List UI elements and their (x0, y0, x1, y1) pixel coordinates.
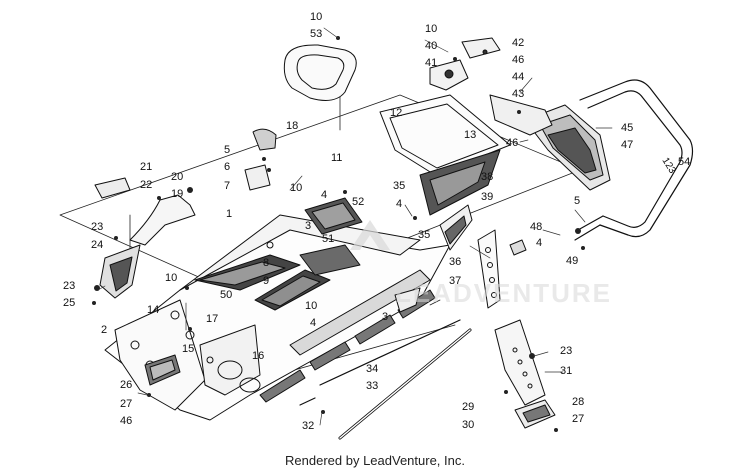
callout-label: 14 (147, 304, 160, 316)
callout-label: 54 (678, 156, 691, 168)
callout-label: 4 (310, 317, 317, 329)
callout-label: 10 (165, 272, 178, 284)
left-bracket-parts (94, 128, 277, 386)
callout-leaders (97, 27, 613, 426)
callout-label: 46 (512, 54, 525, 66)
right-bracket-parts (394, 204, 527, 313)
callout-label: 35 (418, 229, 431, 241)
callout-label: 16 (252, 350, 265, 362)
callout-label: 9 (263, 275, 270, 287)
callout-label: 36 (449, 256, 462, 268)
callout-label: 29 (462, 401, 475, 413)
callout-label: 31 (560, 365, 573, 377)
callout-label: 5 (224, 144, 231, 156)
callout-label: 32 (302, 420, 315, 432)
callout-label: 3 (305, 220, 312, 232)
callout-label: 49 (566, 255, 579, 267)
floor-panel-pad (304, 197, 363, 235)
callout-label: 23 (63, 280, 76, 292)
callout-label: 28 (572, 396, 585, 408)
callout-label: 22 (140, 179, 153, 191)
callout-label: 12 (390, 107, 403, 119)
callout-label: 4 (536, 237, 543, 249)
callout-label: 25 (63, 297, 76, 309)
callout-label: 42 (512, 37, 525, 49)
callout-label: 10 (310, 11, 323, 23)
callout-label: 27 (572, 413, 585, 425)
callout-label: 46 (506, 137, 519, 149)
callout-label: 1 (226, 208, 233, 220)
callout-label: 23 (560, 345, 573, 357)
callout-label: 13 (464, 129, 477, 141)
callout-label: 20 (171, 171, 184, 183)
callout-label: 18 (286, 120, 299, 132)
callout-label: 7 (224, 180, 231, 192)
callout-label: 43 (512, 88, 525, 100)
callout-label: 39 (481, 191, 494, 203)
callout-label: 50 (220, 289, 233, 301)
callout-label: 53 (310, 28, 323, 40)
callout-label: 26 (120, 379, 133, 391)
callout-label: 44 (512, 71, 525, 83)
callout-label: 38 (481, 171, 494, 183)
seat-cushion-pad (283, 44, 357, 101)
callout-label: 27 (120, 398, 133, 410)
callout-label: 46 (120, 415, 133, 427)
callout-label: 10 (290, 182, 303, 194)
callout-label: 17 (206, 313, 219, 325)
callout-label: 52 (352, 196, 365, 208)
callout-label: 51 (322, 233, 335, 245)
callout-label: 40 (425, 40, 438, 52)
callout-label: 5 (574, 195, 581, 207)
callout-label: 34 (366, 363, 379, 375)
callout-label: 4 (396, 198, 403, 210)
callout-label: 15 (182, 343, 195, 355)
callout-label: 19 (171, 188, 184, 200)
lower-right-gusset (494, 319, 556, 429)
callout-label: 37 (449, 275, 462, 287)
callout-label: 41 (425, 57, 438, 69)
callout-label: 30 (462, 419, 475, 431)
rail-rod (299, 319, 472, 440)
callout-label: 47 (621, 139, 634, 151)
callout-label: 2 (101, 324, 108, 336)
callout-label: 3 (382, 311, 389, 323)
callout-label: 35 (393, 180, 406, 192)
callout-label: 24 (91, 239, 104, 251)
callout-label: 23 (91, 221, 104, 233)
callout-label: 11 (331, 152, 343, 164)
callout-label: 10 (305, 300, 318, 312)
mount-bracket-top (429, 37, 501, 91)
tunnel-top-plate (379, 94, 511, 216)
callout-label: 10 (425, 23, 438, 35)
callout-label: 45 (621, 122, 634, 134)
callout-label: 4 (321, 189, 328, 201)
render-credit-footer: Rendered by LeadVenture, Inc. (285, 453, 465, 468)
callout-label: 8 (263, 257, 270, 269)
rear-flap-assembly (489, 94, 611, 191)
callout-label: 33 (366, 380, 379, 392)
svg-text:123: 123 (659, 156, 677, 176)
callout-label: 48 (530, 221, 543, 233)
callout-label: 6 (224, 161, 231, 173)
callout-label: 21 (140, 161, 153, 173)
fastener-hardware (92, 36, 585, 432)
